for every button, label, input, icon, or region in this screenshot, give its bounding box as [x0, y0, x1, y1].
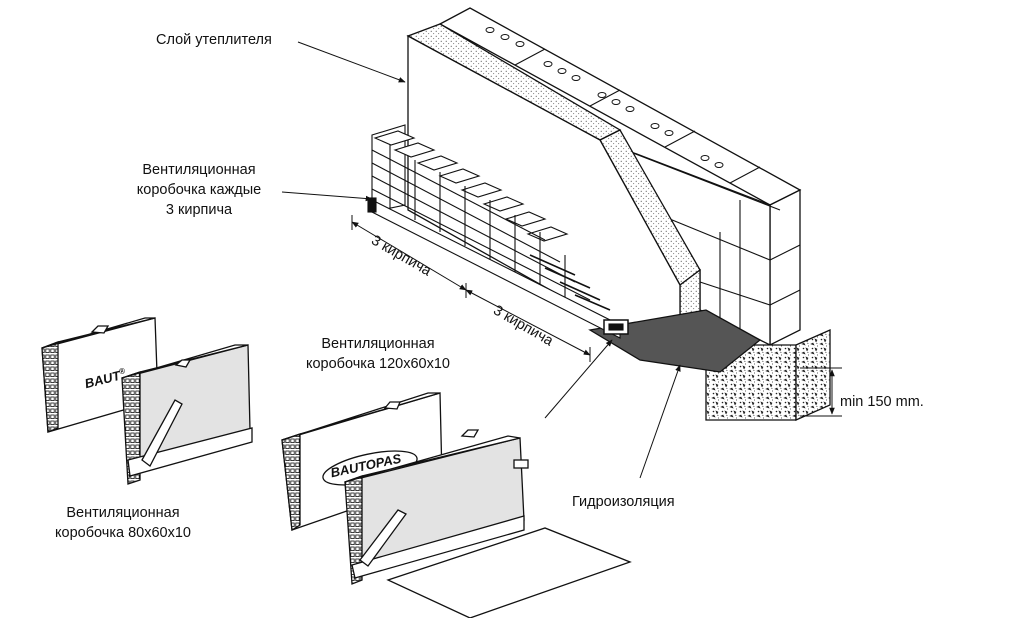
vent-box-every-label: Вентиляционная коробочка каждые 3 кирпич…	[126, 160, 272, 220]
vent-box-every-line3: 3 кирпича	[165, 202, 233, 218]
vent-box-80-line2: коробочка 80x60x10	[55, 525, 191, 541]
vent-box-120-label: Вентиляционная коробочка 120x60x10	[292, 334, 464, 374]
insulation-label: Слой утеплителя	[156, 32, 272, 48]
vent-box-80-line1: Вентиляционная	[66, 505, 180, 521]
waterproofing-label: Гидроизоляция	[572, 494, 675, 510]
vent-box-every-line1: Вентиляционная	[142, 162, 256, 178]
leader-lines	[281, 41, 681, 479]
vent-box-120-line2: коробочка 120x60x10	[305, 356, 450, 372]
waterproofing-membrane	[588, 309, 762, 373]
wall-assembly	[281, 7, 842, 479]
dimension-lines	[351, 215, 842, 417]
large-vent-box	[281, 392, 632, 618]
min-height-label: min 150 mm.	[840, 394, 924, 410]
vent-box-every-line2: коробочка каждые	[136, 182, 262, 198]
small-vent-box	[41, 317, 253, 485]
vent-box-80-label: Вентиляционная коробочка 80x60x10	[40, 503, 206, 543]
vent-box-120-line1: Вентиляционная	[321, 336, 435, 352]
